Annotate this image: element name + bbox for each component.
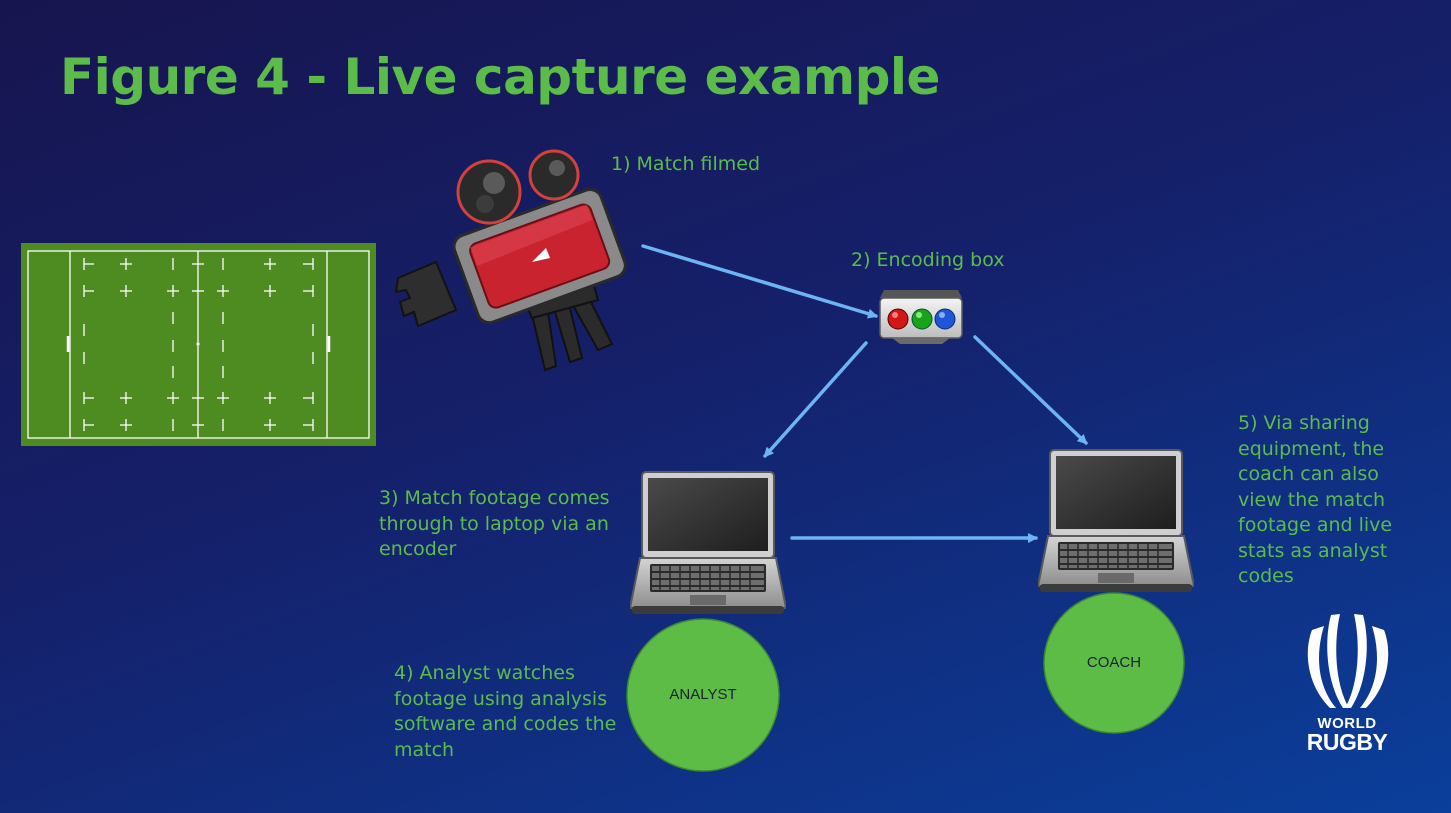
arrow-encoder-to-coach-laptop (973, 335, 1088, 445)
step-4-line: software and codes the (394, 713, 617, 735)
step-5-line: footage and live (1238, 514, 1393, 536)
step-3-line: through to laptop via an (379, 512, 609, 535)
laptop-icon (630, 471, 786, 615)
step-5-line: 5) Via sharing (1238, 412, 1370, 434)
step-3-line: encoder (379, 538, 457, 560)
step-1-label: 1) Match filmed (611, 153, 761, 175)
step-4-line: footage using analysis (394, 687, 608, 710)
step-5-line: view the match (1238, 488, 1386, 511)
step-3-label: 3) Match footage comes through to laptop… (379, 486, 610, 563)
analyst-label: ANALYST (669, 686, 737, 703)
film-camera-icon (394, 149, 627, 372)
step-5-line: equipment, the (1238, 437, 1385, 460)
arrow-encoder-to-analyst-laptop (763, 341, 868, 458)
page-title: Figure 4 - Live capture example (60, 48, 940, 106)
step-5-line: coach can also (1238, 463, 1379, 485)
step-5-label: 5) Via sharing equipment, the coach can … (1238, 411, 1392, 590)
step-4-label: 4) Analyst watches footage using analysi… (394, 661, 616, 763)
step-4-line: match (394, 738, 455, 761)
step-2-label: 2) Encoding box (851, 249, 1005, 271)
coach-circle (1043, 592, 1185, 734)
arrow-camera-to-encoder (641, 244, 878, 319)
logo-world-text: WORLD (1317, 715, 1377, 732)
analyst-circle (626, 618, 780, 772)
laptop-icon (1038, 449, 1194, 593)
encoding-box-icon (879, 290, 963, 344)
step-4-line: 4) Analyst watches (394, 662, 575, 684)
world-rugby-logo (1307, 614, 1389, 708)
step-3-line: 3) Match footage comes (379, 487, 610, 509)
logo-rugby-text: RUGBY (1306, 729, 1388, 755)
rugby-pitch-icon (21, 243, 376, 446)
coach-label: COACH (1086, 654, 1142, 671)
step-5-line: stats as analyst (1238, 539, 1388, 562)
logo-wordmark: WORLD RUGBY (1300, 716, 1394, 754)
step-5-line: codes (1238, 565, 1294, 587)
